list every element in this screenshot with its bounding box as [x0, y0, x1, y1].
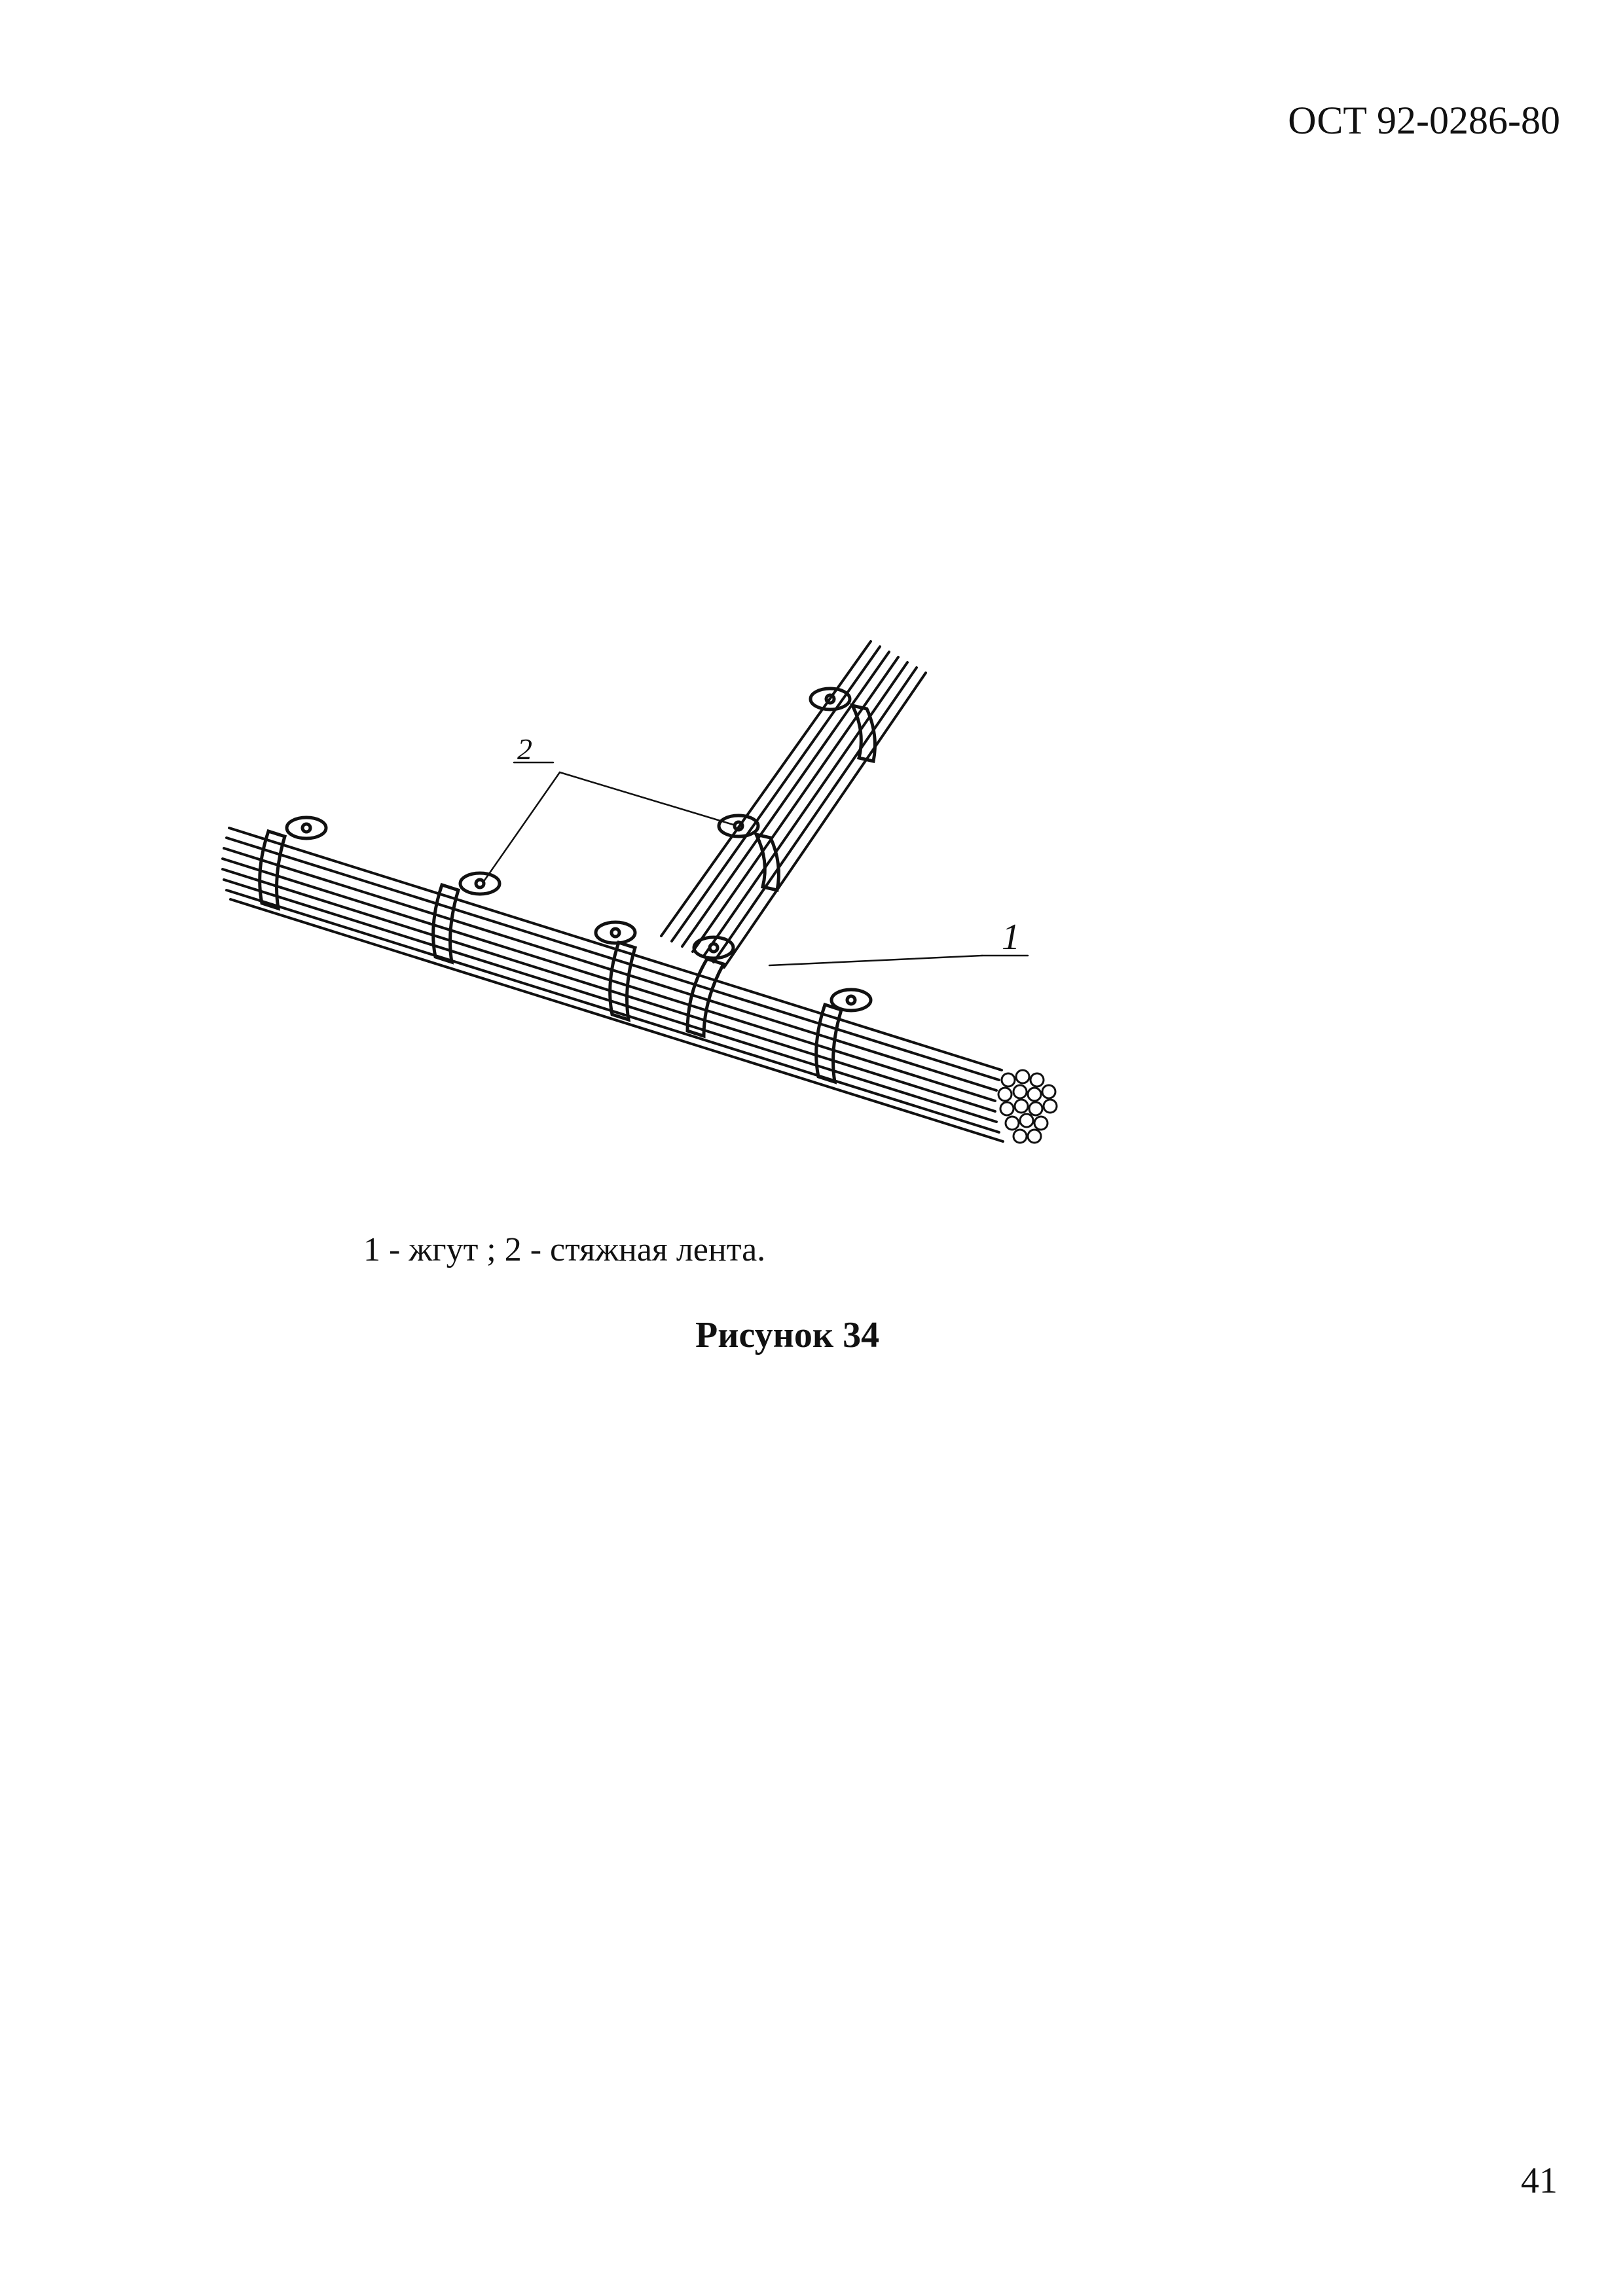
page-number: 41 — [1521, 2161, 1558, 2201]
main-harness-bundle — [221, 827, 1004, 1143]
document-code: ОСТ 92-0286-80 — [1288, 99, 1560, 142]
figure-caption: Рисунок 34 — [695, 1315, 880, 1355]
callout-2: 2 — [517, 732, 532, 766]
branch-harness-bundle — [660, 640, 927, 969]
harness-figure: 2 1 — [190, 628, 1100, 1185]
leader-lines — [483, 761, 1029, 967]
cable-ends — [997, 1069, 1058, 1144]
tie-straps — [258, 687, 877, 1085]
harness-drawing: 2 1 — [221, 640, 1058, 1144]
callout-1: 1 — [1002, 917, 1020, 958]
figure-legend: 1 - жгут ; 2 - стяжная лента. — [363, 1231, 766, 1268]
